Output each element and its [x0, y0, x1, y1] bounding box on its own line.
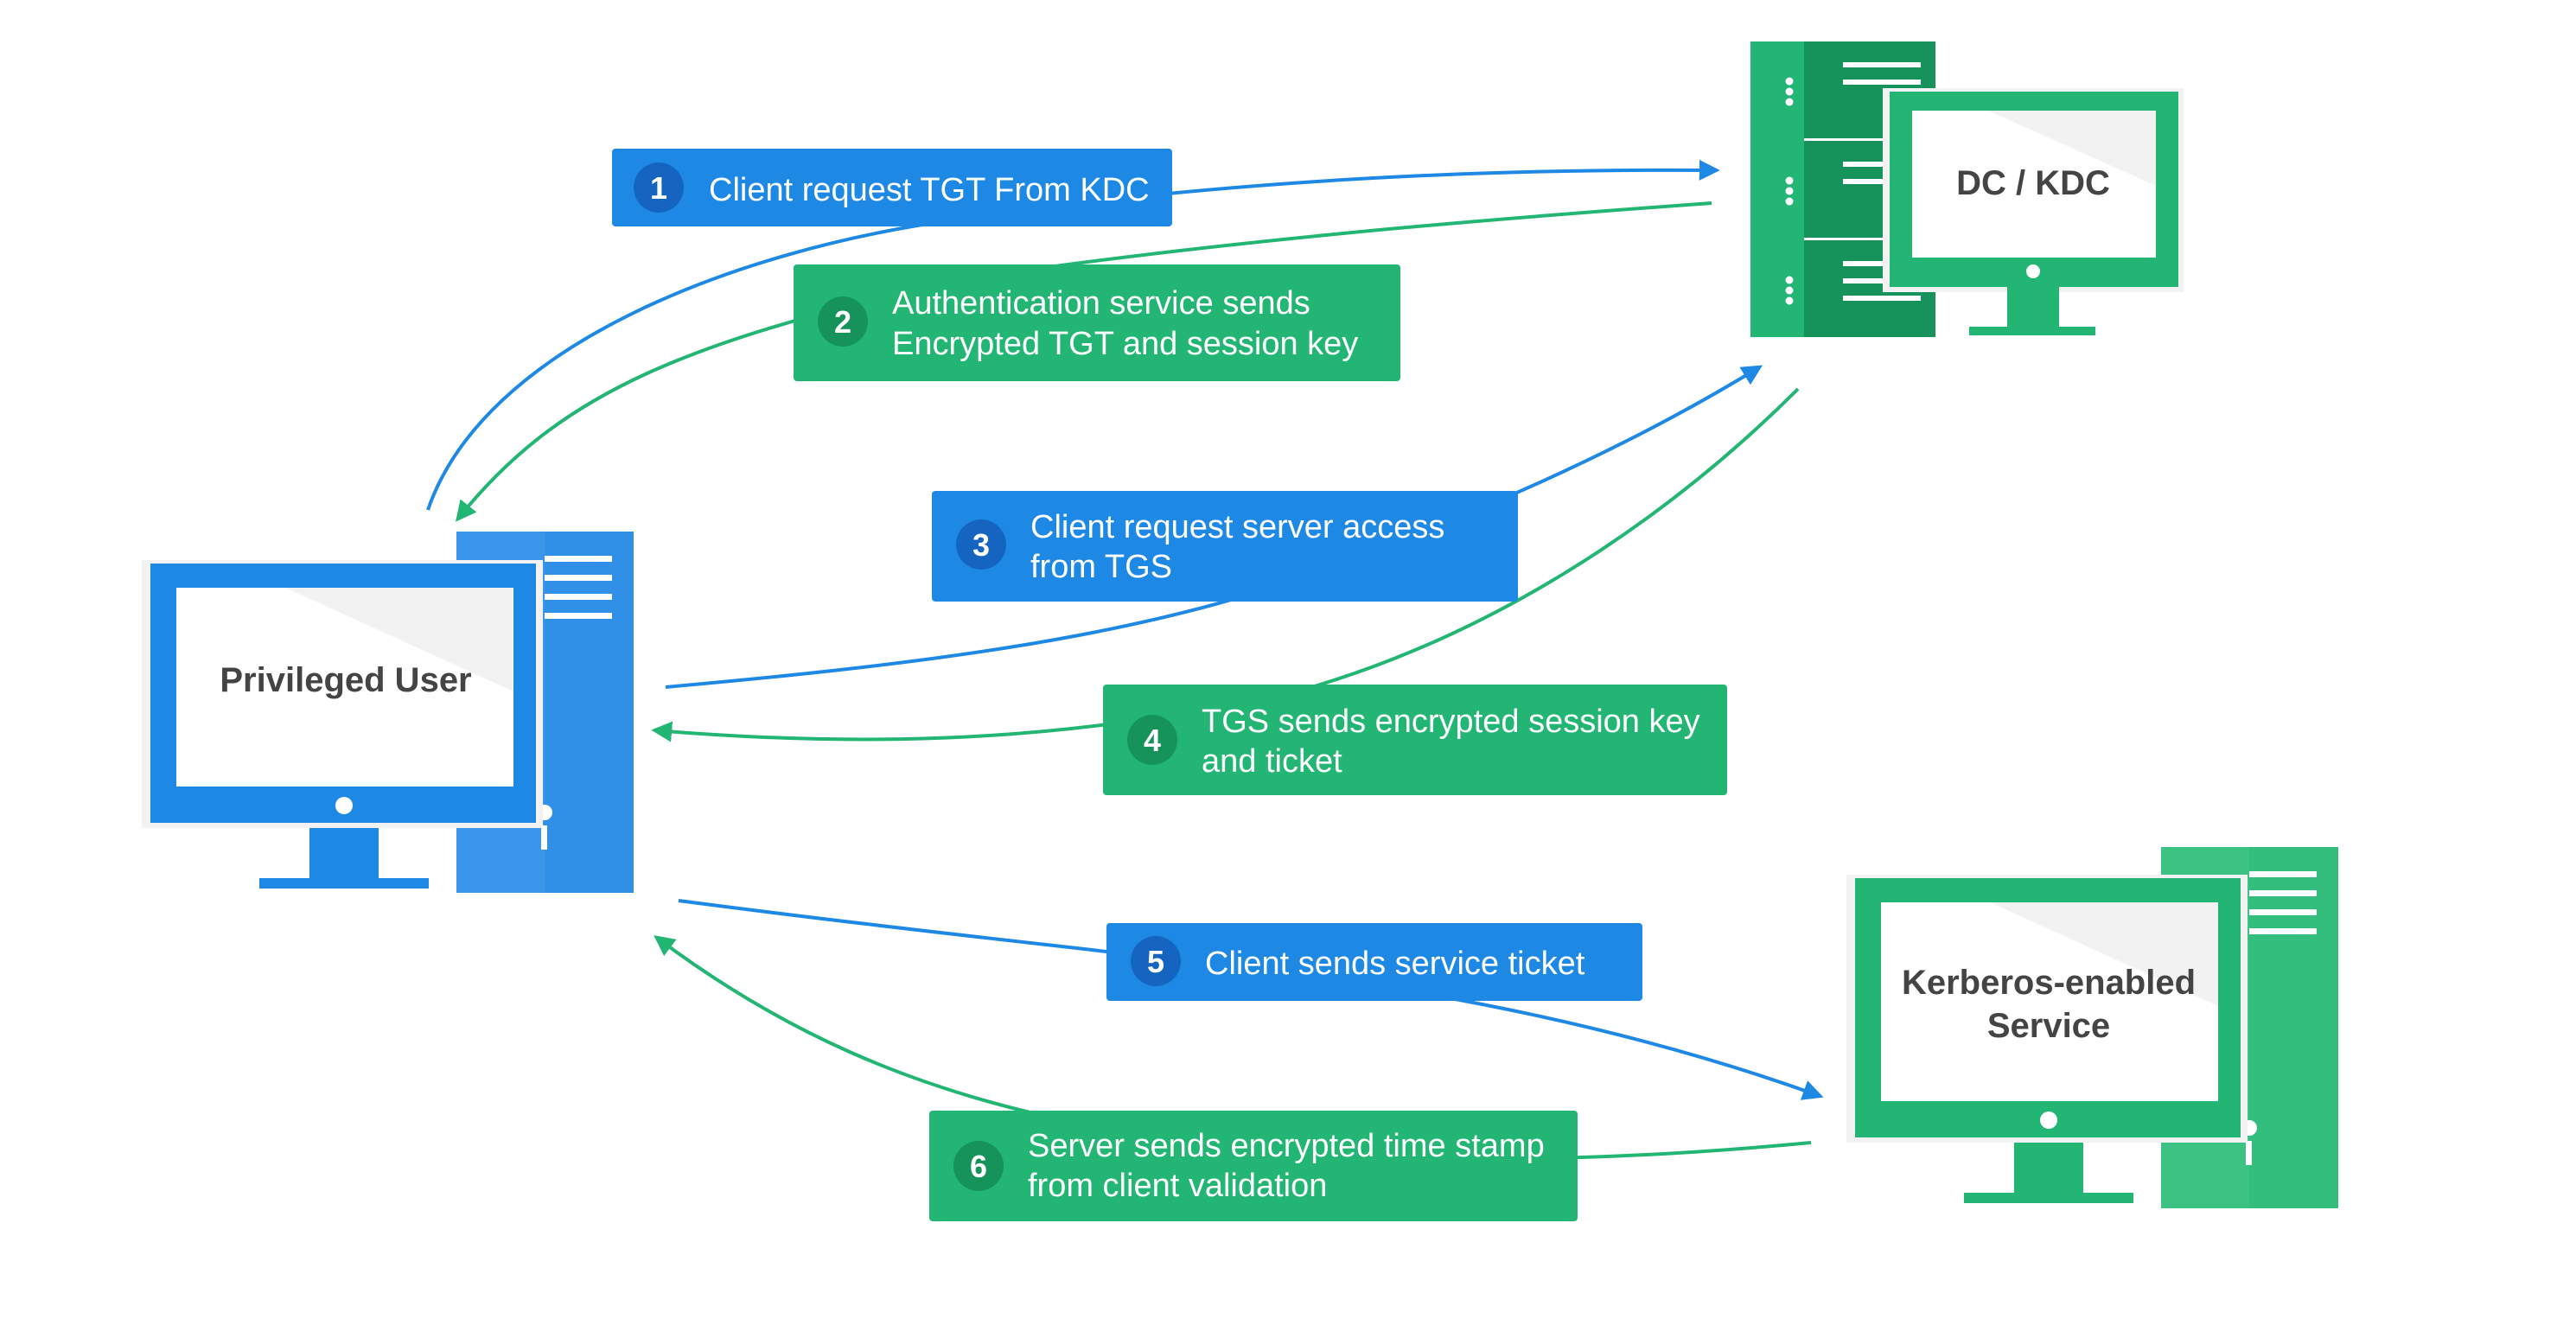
step-1-text: Client request TGT From KDC: [709, 172, 1150, 208]
service-host: Kerberos-enabled Service: [1846, 847, 2338, 1208]
step-6-label: 6 Server sends encrypted time stamp from…: [929, 1111, 1578, 1221]
step-1-label: 1 Client request TGT From KDC: [612, 149, 1172, 226]
kdc-label: DC / KDC: [1956, 164, 2110, 202]
step-5-text: Client sends service ticket: [1205, 946, 1585, 982]
desktop-computer-icon: [142, 560, 543, 889]
client-workstation: Privileged User: [142, 532, 634, 893]
kdc-server: DC / KDC: [1750, 41, 2184, 337]
step-3-number: 3: [972, 527, 990, 563]
step-5-label: 5 Client sends service ticket: [1106, 923, 1642, 1001]
desktop-computer-icon: [1846, 875, 2248, 1203]
step-6-text-line2: from client validation: [1028, 1168, 1327, 1204]
step-3-text-line1: Client request server access: [1030, 509, 1444, 545]
step-3-label: 3 Client request server access from TGS: [932, 491, 1518, 602]
service-label-line2: Service: [1987, 1007, 2110, 1045]
step-2-text-line2: Encrypted TGT and session key: [892, 326, 1358, 362]
step-1-number: 1: [650, 170, 667, 206]
monitor-icon: [1883, 88, 2184, 335]
step-4-number: 4: [1144, 723, 1161, 758]
client-label: Privileged User: [220, 661, 471, 699]
step-2-text-line1: Authentication service sends: [892, 285, 1310, 322]
step-2-label: 2 Authentication service sends Encrypted…: [794, 264, 1400, 381]
step-6-number: 6: [970, 1149, 987, 1184]
step-6-text-line1: Server sends encrypted time stamp: [1028, 1128, 1545, 1164]
step-4-text-line1: TGS sends encrypted session key: [1202, 704, 1700, 740]
step-3-text-line2: from TGS: [1030, 549, 1172, 585]
service-label-line1: Kerberos-enabled: [1902, 964, 2196, 1002]
step-4-label: 4 TGS sends encrypted session key and ti…: [1103, 685, 1727, 795]
step-5-number: 5: [1147, 944, 1164, 979]
step-2-number: 2: [834, 304, 851, 340]
step-4-text-line2: and ticket: [1202, 743, 1342, 780]
